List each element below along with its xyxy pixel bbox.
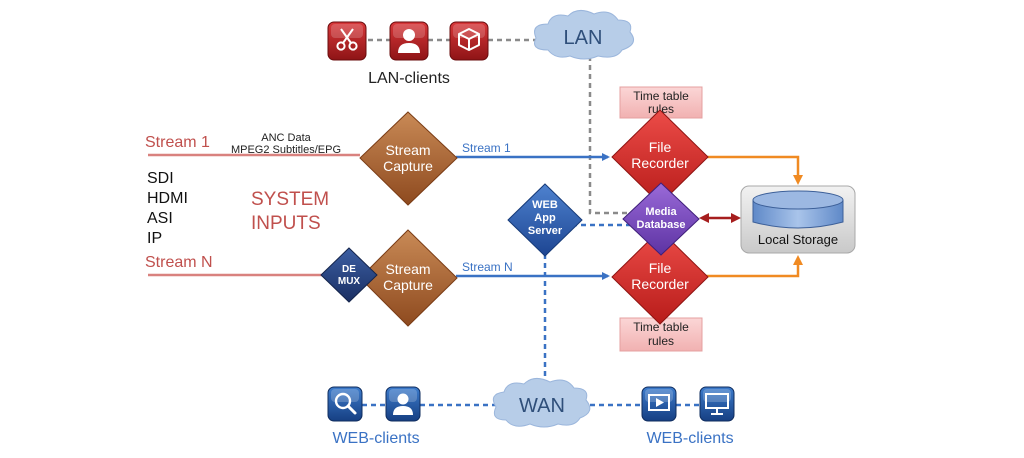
input-type-ip: IP — [147, 230, 162, 247]
input-type-asi: ASI — [147, 210, 173, 227]
web-app-server[interactable]: WEB App Server — [507, 183, 583, 257]
wan-cloud: WAN — [492, 378, 591, 428]
web-server-line2: App — [534, 212, 556, 224]
lan-cloud-label: LAN — [564, 27, 603, 49]
timetable-top-line1: Time table — [633, 89, 689, 103]
system-inputs-title-1: SYSTEM — [251, 189, 329, 210]
video-player-icon[interactable] — [641, 386, 677, 422]
recorder2-line1: File — [649, 260, 672, 276]
recorder2-to-storage — [706, 255, 803, 278]
timetable-bottom-line1: Time table — [633, 320, 689, 334]
web-clients-left: WEB-clients — [327, 386, 421, 447]
web-clients-right-label: WEB-clients — [646, 430, 733, 447]
capture1-line2: Capture — [383, 158, 433, 174]
stream-capture-1[interactable]: Stream Capture — [359, 111, 458, 206]
user-icon[interactable] — [389, 21, 429, 61]
media-db-line1: Media — [645, 206, 677, 218]
input-type-sdi: SDI — [147, 170, 174, 187]
demux-line1: DE — [342, 264, 356, 275]
disk-icon — [752, 190, 844, 229]
wan-cloud-label: WAN — [519, 395, 565, 417]
lan-to-database-link — [588, 56, 630, 215]
timetable-top-line2: rules — [648, 102, 674, 116]
lan-cloud: LAN — [534, 10, 635, 60]
recorder1-line1: File — [649, 139, 672, 155]
timetable-bottom-line2: rules — [648, 334, 674, 348]
media-db-line2: Database — [637, 219, 686, 231]
stream-capture-2[interactable]: Stream Capture — [359, 229, 458, 327]
capture1-line1: Stream — [385, 142, 430, 158]
box-icon[interactable] — [449, 21, 489, 61]
web-clients-right: WEB-clients — [641, 386, 735, 447]
web-server-line1: WEB — [532, 199, 558, 211]
recorder1-line2: Recorder — [631, 155, 689, 171]
scissors-icon[interactable] — [327, 21, 367, 61]
web-server-line3: Server — [528, 225, 563, 237]
search-icon[interactable] — [327, 386, 363, 422]
capture2-line2: Capture — [383, 277, 433, 293]
stream1-link-label: Stream 1 — [462, 141, 511, 155]
lan-clients: LAN-clients — [327, 21, 489, 87]
lan-clients-label: LAN-clients — [368, 70, 450, 87]
web-clients-left-label: WEB-clients — [332, 430, 419, 447]
mpeg2-subtitles-label: MPEG2 Subtitles/EPG — [231, 144, 341, 156]
user-icon[interactable] — [385, 386, 421, 422]
local-storage[interactable]: Local Storage — [740, 185, 856, 254]
file-recorder-1[interactable]: File Recorder — [611, 109, 709, 205]
streamN-link-label: Stream N — [462, 260, 513, 274]
streamN-input-label: Stream N — [145, 254, 213, 271]
recorder2-line2: Recorder — [631, 276, 689, 292]
capture2-line1: Stream — [385, 261, 430, 277]
file-recorder-2[interactable]: File Recorder — [611, 229, 709, 325]
monitor-icon[interactable] — [699, 386, 735, 422]
anc-data-label: ANC Data — [261, 132, 311, 144]
media-database[interactable]: Media Database — [622, 182, 700, 256]
demux[interactable]: DE MUX — [320, 247, 378, 303]
input-type-hdmi: HDMI — [147, 190, 188, 207]
local-storage-label: Local Storage — [758, 232, 838, 247]
system-inputs: Stream 1 ANC Data MPEG2 Subtitles/EPG SD… — [145, 132, 341, 271]
demux-line2: MUX — [338, 276, 361, 287]
recorder1-to-storage — [706, 155, 803, 185]
stream1-input-label: Stream 1 — [145, 134, 210, 151]
system-inputs-title-2: INPUTS — [251, 213, 321, 234]
